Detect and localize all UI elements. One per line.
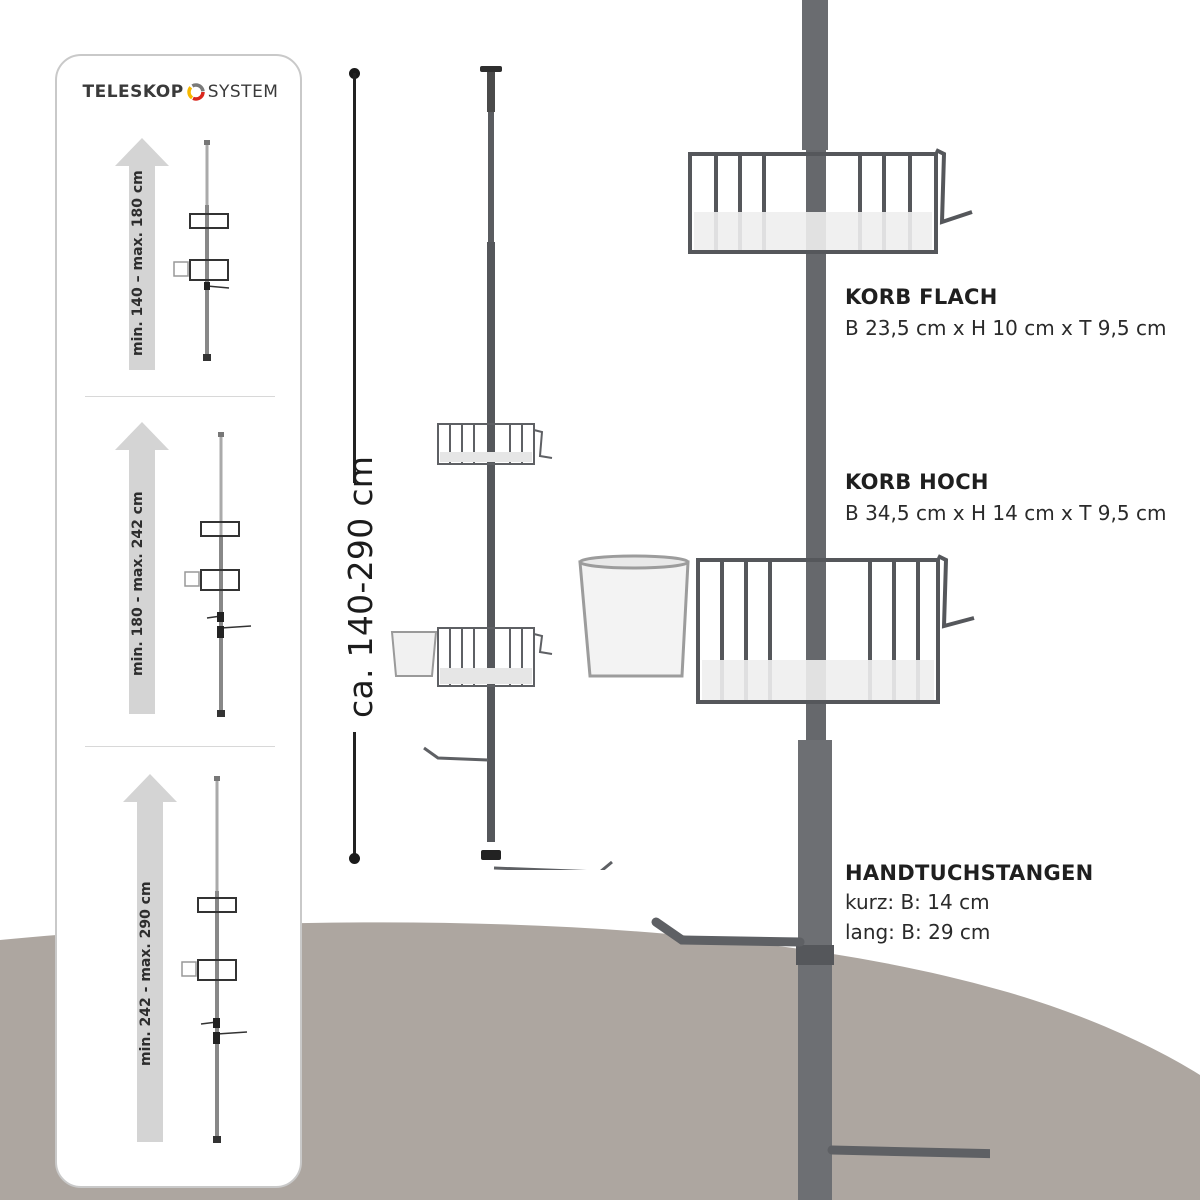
range-label-2: min. 180 - max. 242 cm [130,491,146,676]
dimension-bottom-dot [349,853,360,864]
spec-title: KORB HOCH [845,470,989,494]
spec-towel-bars: HANDTUCHSTANGEN kurz: B: 14 cm lang: B: … [845,861,1094,947]
range-label-3: min. 242 - max. 290 cm [138,881,154,1066]
panel-divider-2 [85,746,275,747]
spec-dimension: B 34,5 cm x H 14 cm x T 9,5 cm [845,501,1167,525]
telescope-info-panel: TELESKOP SYSTEM min. 140 – max. 180 cm m… [55,54,302,1188]
dimension-line-bottom [353,732,356,860]
panel-divider-1 [85,396,275,397]
spec-dimension: B 23,5 cm x H 10 cm x T 9,5 cm [845,316,1167,340]
spec-flat-basket: KORB FLACH B 23,5 cm x H 10 cm x T 9,5 c… [845,285,1166,343]
brand-word-2: SYSTEM [207,82,279,102]
spec-tall-basket: KORB HOCH B 34,5 cm x H 14 cm x T 9,5 cm [845,470,1166,528]
spec-short-bar: kurz: B: 14 cm [845,890,990,914]
spec-long-bar: lang: B: 29 cm [845,920,991,944]
telescopic-pole-full [390,66,613,870]
brand-ring-icon [186,83,205,101]
extend-arrow-icon-1 [115,138,169,370]
pole-thumbnail-short [173,140,230,361]
brand-logo: TELESKOP SYSTEM [67,80,294,104]
range-label-1: min. 140 – max. 180 cm [130,170,146,356]
spec-title: KORB FLACH [845,285,998,309]
brand-word-1: TELESKOP [82,82,184,102]
spec-title: HANDTUCHSTANGEN [845,861,1094,885]
extend-arrow-icon-3 [123,774,177,1142]
pole-thumbnail-tall [181,776,248,1143]
height-range-label: ca. 140-290 cm [341,455,380,718]
dimension-line-top [353,73,356,483]
pole-thumbnail-medium [184,432,252,717]
pole-closeup [578,0,990,1200]
extend-arrow-icon-2 [115,422,169,714]
